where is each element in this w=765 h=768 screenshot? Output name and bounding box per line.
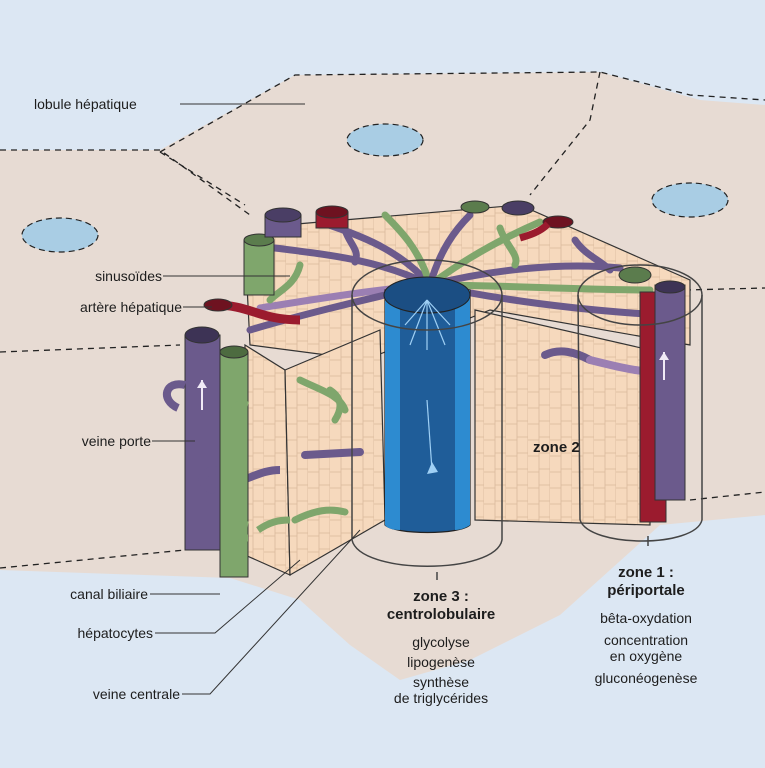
- central-vein: [383, 276, 471, 534]
- zone3-function: glycolyse: [412, 634, 470, 650]
- zone1-function: en oxygène: [609, 648, 683, 664]
- label-sinusoides: sinusoïdes: [95, 268, 162, 284]
- zone3-function: de triglycérides: [393, 690, 489, 706]
- zone1-function: concentration: [603, 632, 689, 648]
- zone1-cylinder: [577, 264, 703, 546]
- label-veine-porte: veine porte: [81, 433, 151, 449]
- neighbour-vein-spot: [21, 217, 99, 253]
- zone3-cylinder: [351, 259, 503, 580]
- label-zone-2: zone 2: [533, 439, 580, 456]
- label-veine-centrale: veine centrale: [92, 686, 180, 702]
- zone3-block: zone 3 : centrolobulaire glycolyse lipog…: [361, 588, 521, 706]
- neighbour-vein-spot: [346, 123, 424, 157]
- label-lobule-hepatique: lobule hépatique: [34, 96, 137, 112]
- zone1-title-line1: zone 1 :: [618, 564, 674, 581]
- portal-triad-left: [163, 298, 301, 578]
- label-artere-hepatique: artère hépatique: [80, 299, 182, 315]
- label-hepatocytes: hépatocytes: [77, 625, 154, 641]
- zone1-block: zone 1 : périportale bêta-oxydation conc…: [576, 564, 716, 686]
- label-canal-biliaire: canal biliaire: [70, 586, 148, 602]
- zone1-function: bêta-oxydation: [600, 610, 692, 626]
- zone3-title-line1: zone 3 :: [413, 588, 469, 605]
- zone1-title-line2: périportale: [607, 582, 685, 599]
- vessel-stubs: [243, 200, 574, 296]
- leader-lines: [150, 103, 361, 695]
- zone3-function: synthèse: [412, 674, 470, 690]
- sinusoids: [246, 211, 664, 524]
- zone3-title-line2: centrolobulaire: [386, 606, 496, 623]
- neighbour-vein-spot: [651, 182, 729, 218]
- zone1-function: gluconéogenèse: [594, 670, 698, 686]
- lobule-boundaries: [0, 71, 765, 569]
- zone3-function: lipogenèse: [407, 654, 475, 670]
